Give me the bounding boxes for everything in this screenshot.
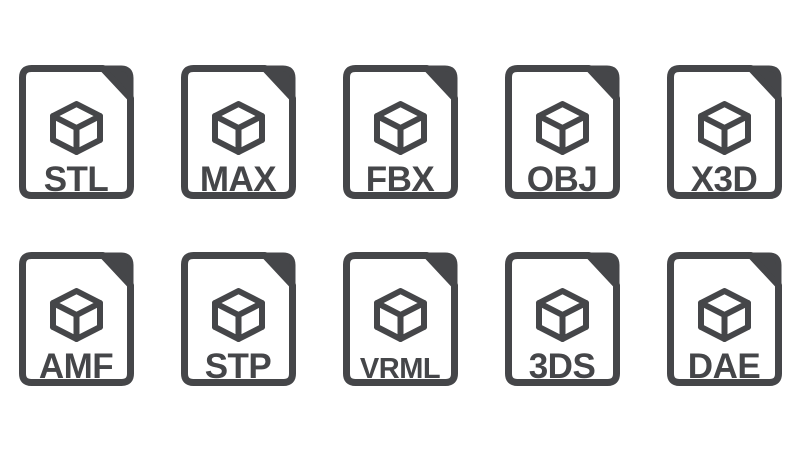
file-format-label: MAX [199, 159, 277, 199]
file-icon-3ds: 3DS [505, 252, 620, 386]
file-format-label: STL [43, 159, 109, 199]
file-icon-vrml: VRML [343, 252, 458, 386]
file-format-label: 3DS [528, 346, 596, 386]
file-icon-fbx: FBX [343, 65, 458, 199]
file-icon-stp: STP [181, 252, 296, 386]
file-icon-amf: AMF [19, 252, 134, 386]
file-format-label: FBX [365, 159, 435, 199]
file-format-label: STP [204, 346, 272, 386]
file-icon-obj: OBJ [505, 65, 620, 199]
icon-row-1: STL MAX FBX OBJ X3D [19, 65, 782, 199]
file-icon-max: MAX [181, 65, 296, 199]
icon-row-2: AMF STP VRML 3DS DAE [19, 252, 782, 386]
file-format-label: VRML [359, 352, 441, 385]
file-format-label: X3D [690, 159, 758, 199]
file-icon-x3d: X3D [667, 65, 782, 199]
file-icon-dae: DAE [667, 252, 782, 386]
file-format-label: OBJ [526, 159, 598, 199]
file-format-label: AMF [38, 346, 114, 386]
file-format-label: DAE [687, 346, 761, 386]
file-icon-stl: STL [19, 65, 134, 199]
icon-grid: STL MAX FBX OBJ X3D AMF [19, 65, 782, 386]
